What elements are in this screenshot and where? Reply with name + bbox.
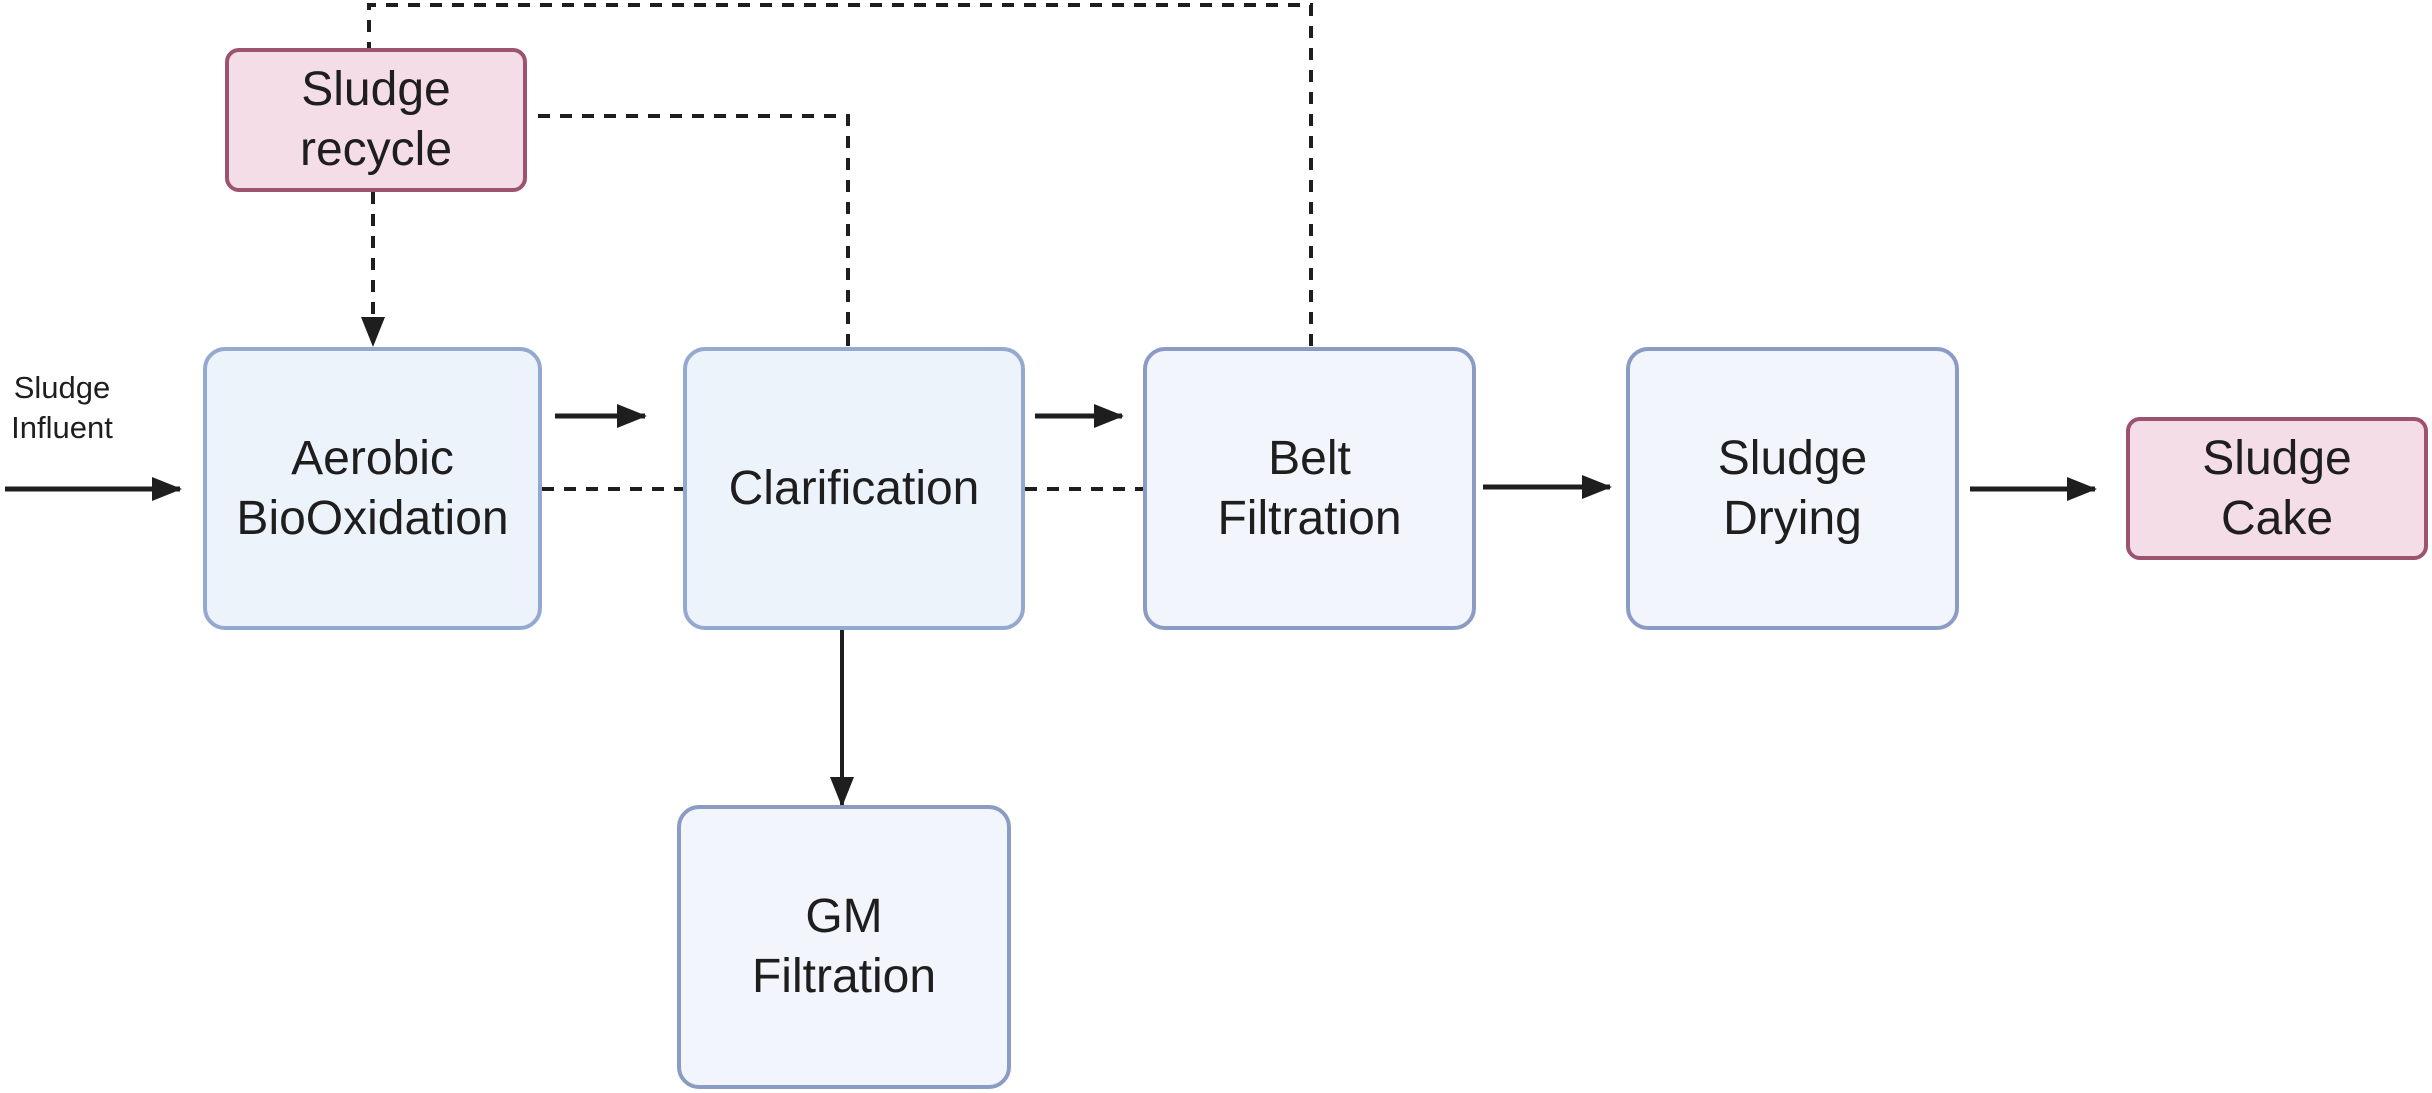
aerobic-biooxidation-node: Aerobic BioOxidation <box>203 347 542 630</box>
dashed-clarification-to-recycle <box>529 114 850 346</box>
sludge-cake-node: Sludge Cake <box>2126 417 2428 560</box>
belt-filtration-node: Belt Filtration <box>1143 347 1476 630</box>
sludge-drying-node: Sludge Drying <box>1626 347 1959 630</box>
gm-filtration-node: GM Filtration <box>677 805 1011 1089</box>
clarification-node: Clarification <box>683 347 1025 630</box>
sludge-influent-label: Sludge Influent <box>11 370 113 445</box>
dashed-belt-to-recycle <box>367 3 1313 346</box>
sludge-recycle-node: Sludge recycle <box>225 48 527 192</box>
